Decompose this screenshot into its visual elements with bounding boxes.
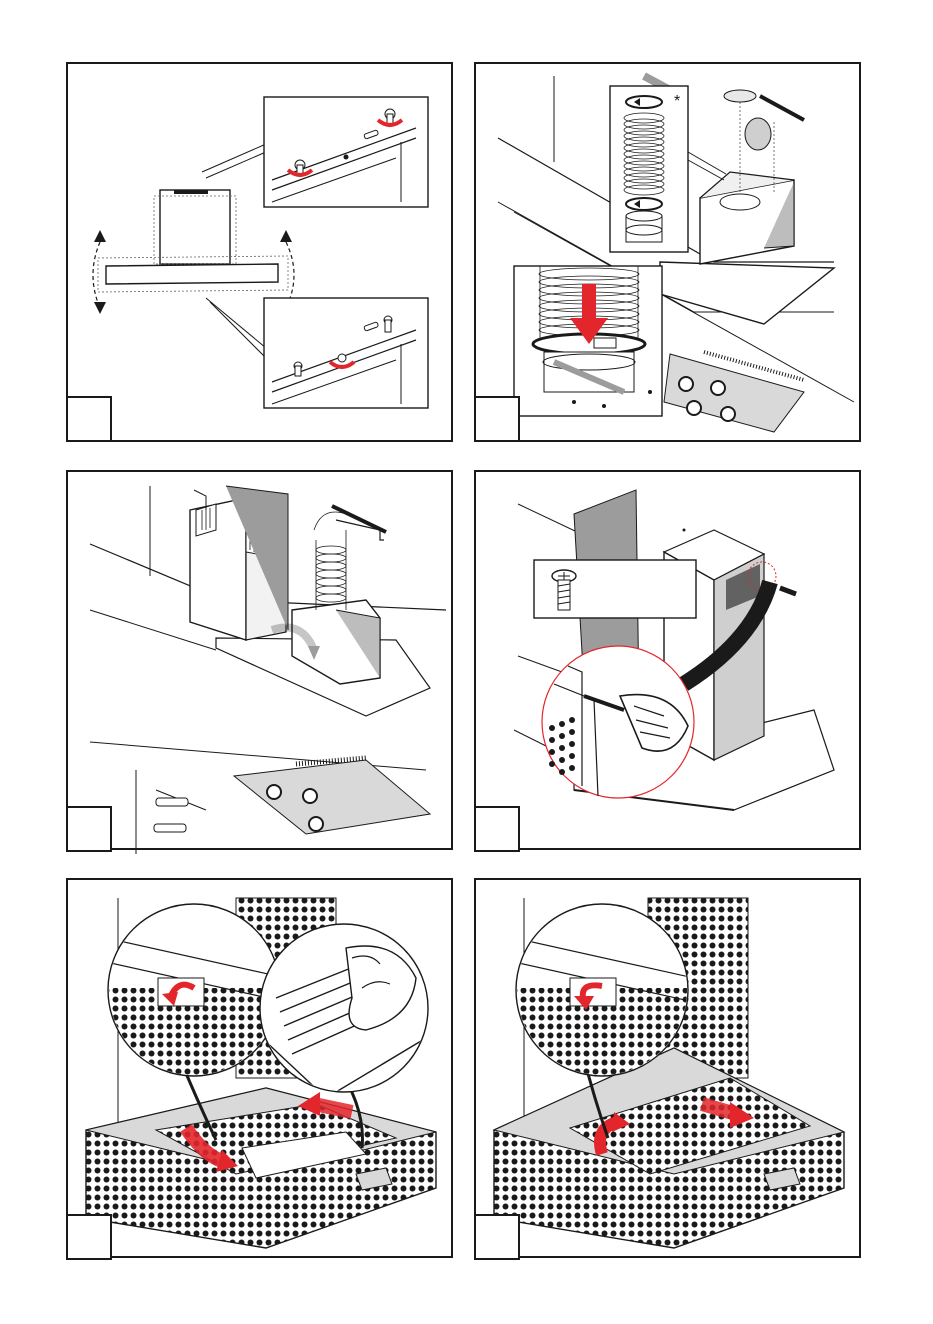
magnifier-circle-icon: [542, 646, 694, 798]
detail-inset-top: [264, 97, 428, 207]
detail-inset-duct-parts: *: [610, 86, 688, 252]
asterisk-mark: *: [674, 93, 680, 110]
step-number-box: [474, 806, 520, 852]
step-number-box: [66, 396, 112, 442]
panel-6: [474, 878, 861, 1262]
panel-5: [66, 878, 453, 1262]
step-number-box: [66, 1214, 112, 1260]
panel-2: *: [474, 62, 861, 444]
step-number-box: [474, 396, 520, 442]
hood-chimney: [154, 190, 236, 264]
detail-inset-bottom: [264, 298, 428, 408]
panel-4: [474, 470, 861, 854]
screw-info-box: [534, 560, 696, 618]
step-number-box: [66, 806, 112, 852]
detail-inset-hose: [514, 266, 662, 416]
step-number-box: [474, 1214, 520, 1260]
panel-1: [66, 62, 453, 444]
panel-3: [66, 470, 453, 854]
